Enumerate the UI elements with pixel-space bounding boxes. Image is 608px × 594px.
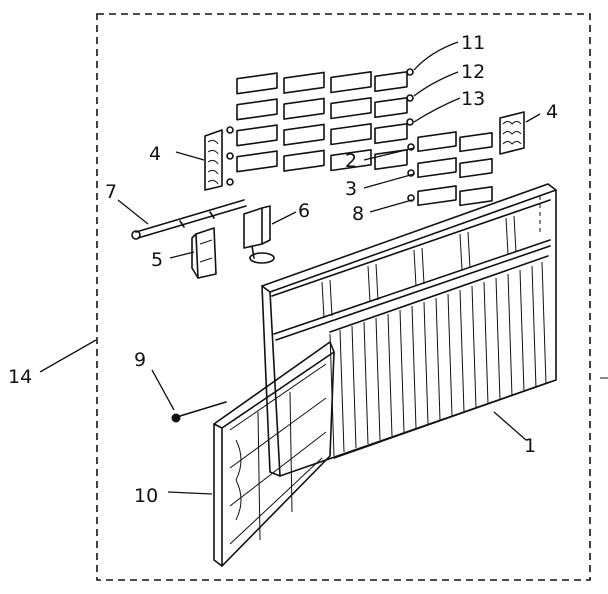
callout-4-right: 4 — [546, 101, 558, 123]
callout-14: 14 — [8, 366, 32, 388]
bracket-strip-group — [226, 68, 414, 186]
left-hinge-bracket — [204, 129, 223, 191]
callout-8: 8 — [352, 203, 364, 225]
callout-6: 6 — [298, 200, 310, 222]
right-hinge-bracket — [499, 111, 525, 155]
support-rod — [131, 199, 247, 240]
callout-3: 3 — [345, 178, 357, 200]
latch-bracket — [243, 205, 275, 264]
callout-5: 5 — [151, 249, 163, 271]
assembly-boundary — [96, 13, 591, 581]
callout-11: 11 — [461, 32, 485, 54]
callout-13: 13 — [461, 88, 485, 110]
callout-12: 12 — [461, 61, 485, 83]
callout-4-left: 4 — [149, 143, 161, 165]
leader-lines — [39, 41, 541, 495]
callout-9: 9 — [134, 349, 146, 371]
callout-2: 2 — [345, 150, 357, 172]
callout-1: 1 — [524, 435, 536, 457]
short-strip-group — [407, 131, 493, 207]
callout-10: 10 — [134, 485, 158, 507]
front-door-panel — [213, 341, 335, 567]
callout-7: 7 — [105, 181, 117, 203]
main-frame — [261, 183, 557, 477]
mounting-clip — [191, 227, 217, 279]
screw — [171, 401, 227, 423]
